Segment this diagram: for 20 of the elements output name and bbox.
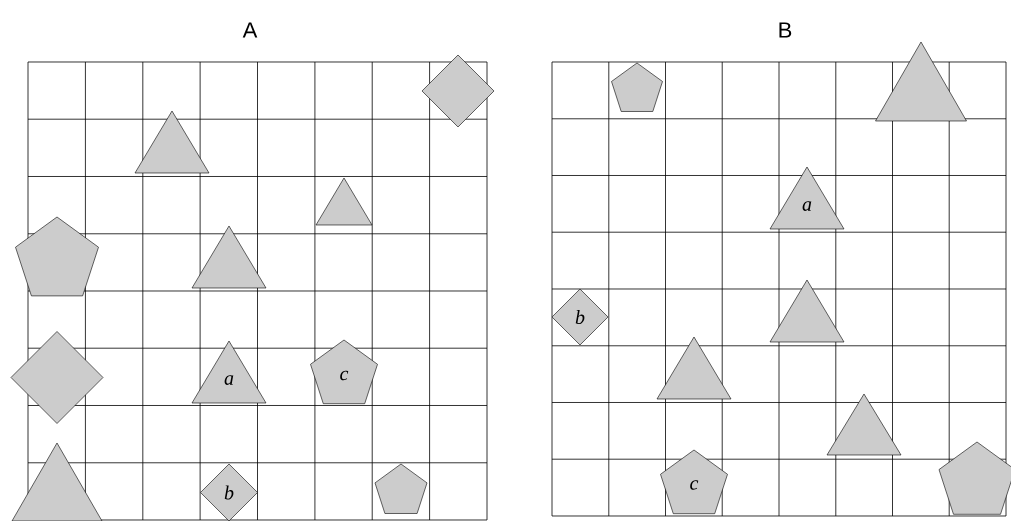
triangle bbox=[826, 393, 902, 456]
diamond bbox=[421, 54, 495, 128]
triangle bbox=[134, 110, 210, 174]
pentagon bbox=[15, 216, 99, 297]
triangle bbox=[315, 177, 373, 226]
pentagon: c bbox=[660, 449, 728, 514]
triangle: a bbox=[769, 166, 845, 230]
pentagon: c bbox=[310, 339, 378, 404]
triangle bbox=[769, 279, 845, 343]
panel-heading: A bbox=[242, 22, 258, 38]
triangle: a bbox=[191, 340, 267, 404]
triangle bbox=[656, 336, 732, 400]
triangle bbox=[11, 442, 103, 521]
triangle bbox=[875, 41, 967, 122]
triangle bbox=[191, 225, 267, 289]
pentagon bbox=[938, 441, 1011, 515]
pentagon bbox=[374, 463, 428, 514]
diamond bbox=[10, 331, 104, 424]
panel-heading: B bbox=[779, 22, 792, 38]
pentagon bbox=[611, 62, 663, 112]
